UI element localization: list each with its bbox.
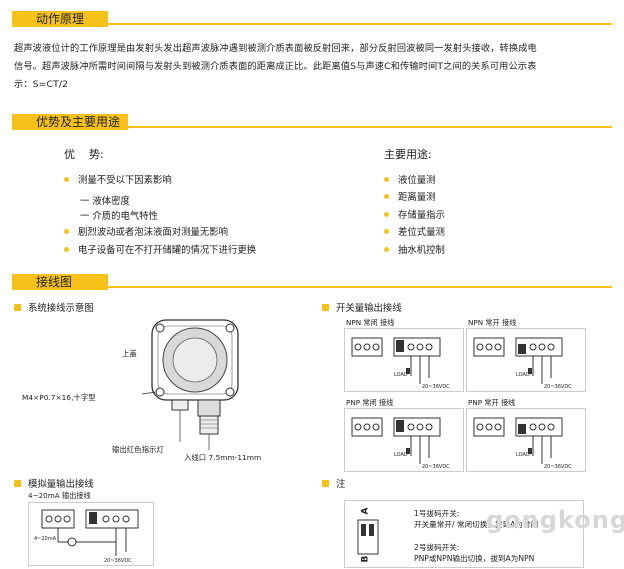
analog-signal-label: 4~20mA xyxy=(34,536,57,542)
square-bullet-icon xyxy=(14,480,21,487)
bullet-icon xyxy=(384,229,389,234)
wiring-panel-pnp-nc xyxy=(344,408,464,472)
voltage-label: 20~36VDC xyxy=(544,384,572,390)
advantage-subitem: 一 液体密度 xyxy=(80,196,130,207)
advantage-item: 测量不受以下因素影响 xyxy=(64,172,172,186)
uses-heading: 主要用途: xyxy=(384,148,432,161)
use-item: 差位式量测 xyxy=(384,224,445,238)
square-bullet-icon xyxy=(322,480,329,487)
bullet-icon xyxy=(64,177,69,182)
square-bullet-icon xyxy=(14,304,21,311)
note2-text: PNP或NPN输出切换，拔到A为NPN xyxy=(414,554,535,563)
section-title: 动作原理 xyxy=(12,11,108,27)
wiring-panel-npn-nc xyxy=(344,328,464,392)
note1-text: 开关量常开/ 常闭切换，拔到A为常闭 xyxy=(414,520,539,529)
note1-title: 1号拔码开关: xyxy=(414,509,460,518)
load-label: LOAD xyxy=(394,452,408,458)
principle-paragraph: 超声波液位计的工作原理是由发射头发出超声波脉冲遇到被测介质表面被反射回来，部分反… xyxy=(14,40,619,94)
dip-switch-drawing xyxy=(357,519,379,555)
section-header-wiring: 接线图 xyxy=(12,274,612,290)
use-item: 抽水机控制 xyxy=(384,242,445,256)
analog-sub-label: 4~20mA 输出接线 xyxy=(28,491,91,500)
analog-output-heading: 模拟量输出接线 xyxy=(14,476,94,490)
section-rule xyxy=(108,286,612,288)
use-item: 存储量指示 xyxy=(384,207,445,221)
npn-nc-label: NPN 常闭 接线 xyxy=(346,318,395,327)
note-heading: 注 xyxy=(322,476,345,490)
bullet-icon xyxy=(64,247,69,252)
load-label: LOAD xyxy=(394,372,408,378)
principle-line: 示：S=CT/2 xyxy=(14,79,69,90)
npn-no-label: NPN 常开 接线 xyxy=(468,318,517,327)
label-screw: M4×P0.7×16,十字型 xyxy=(22,393,96,402)
principle-line: 信号。超声波脉冲所需时间间隔与发射头到被测介质表面的距离成正比。此距离值S与声速… xyxy=(14,61,537,72)
label-cover: 上盖 xyxy=(122,349,137,358)
label-inlet: 入线口 7.5mm-11mm xyxy=(184,453,262,462)
voltage-label: 20~36VDC xyxy=(104,558,132,564)
use-item: 液位量测 xyxy=(384,172,436,186)
wiring-panel-analog xyxy=(28,502,154,566)
section-title: 优势及主要用途 xyxy=(12,114,128,130)
dip-a-label: A xyxy=(360,507,371,515)
advantages-heading: 优 势: xyxy=(64,148,104,161)
advantage-item: 剧烈波动或者泡沫液面对测量无影响 xyxy=(64,224,228,238)
bullet-icon xyxy=(64,229,69,234)
load-label: LOAD xyxy=(516,372,530,378)
advantage-item: 电子设备可在不打开储罐的情况下进行更换 xyxy=(64,242,256,256)
sensor-drawing xyxy=(141,319,239,450)
voltage-label: 20~36VDC xyxy=(422,464,450,470)
load-label: LOAD xyxy=(516,452,530,458)
dip-b-label: B xyxy=(360,555,371,563)
section-header-principle: 动作原理 xyxy=(12,11,612,27)
note2-title: 2号拔码开关: xyxy=(414,543,460,552)
bullet-icon xyxy=(384,212,389,217)
voltage-label: 20~36VDC xyxy=(544,464,572,470)
bullet-icon xyxy=(384,177,389,182)
system-diagram-heading: 系统接线示意图 xyxy=(14,300,94,314)
bullet-icon xyxy=(384,247,389,252)
section-header-advantages: 优势及主要用途 xyxy=(12,114,612,130)
pnp-nc-label: PNP 常闭 接线 xyxy=(346,398,394,407)
use-item: 距离量测 xyxy=(384,189,436,203)
square-bullet-icon xyxy=(322,304,329,311)
voltage-label: 20~36VDC xyxy=(422,384,450,390)
principle-line: 超声波液位计的工作原理是由发射头发出超声波脉冲遇到被测介质表面被反射回来，部分反… xyxy=(14,43,537,54)
watermark: gongkong xyxy=(486,506,624,534)
advantage-subitem: 一 介质的电气特性 xyxy=(80,211,158,222)
note-panel xyxy=(344,500,584,568)
wiring-panel-pnp-no xyxy=(466,408,586,472)
label-led: 输出红色指示灯 xyxy=(112,445,164,454)
pnp-no-label: PNP 常开 接线 xyxy=(468,398,516,407)
section-rule xyxy=(108,23,612,25)
bullet-icon xyxy=(384,194,389,199)
switch-output-heading: 开关量输出接线 xyxy=(322,300,402,314)
wiring-panel-npn-no xyxy=(466,328,586,392)
section-rule xyxy=(128,126,612,128)
section-title: 接线图 xyxy=(12,274,108,290)
